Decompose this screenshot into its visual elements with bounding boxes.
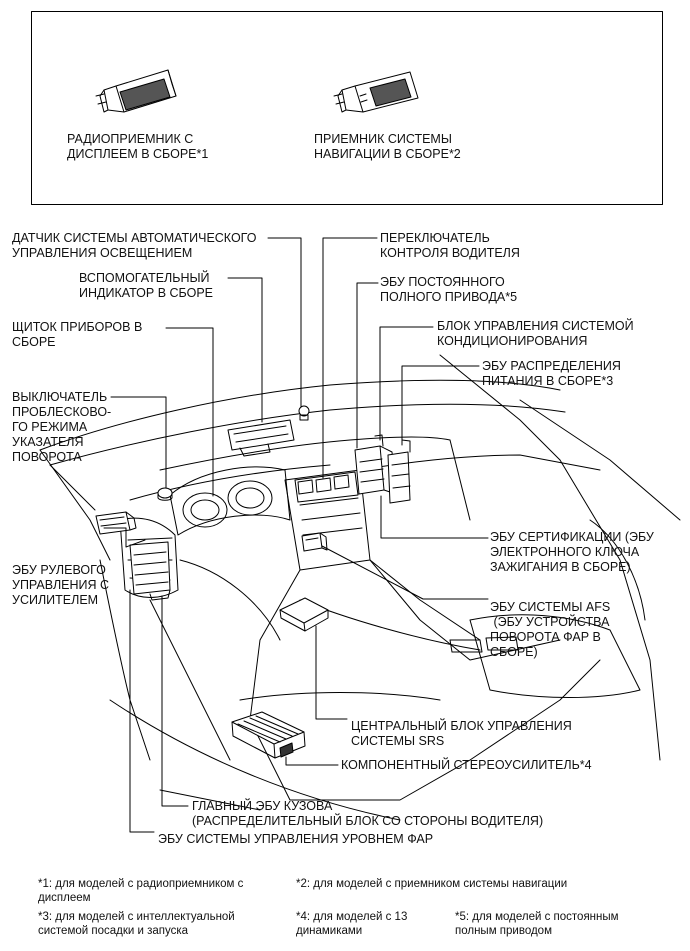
radio-receiver-label: РАДИОПРИЕМНИК С ДИСПЛЕЕМ В СБОРЕ*1 (67, 132, 209, 161)
awd-ecu-label: ЭБУ ПОСТОЯННОГО ПОЛНОГО ПРИВОДА*5 (380, 275, 518, 304)
right-ecu-stack-drawing (354, 434, 411, 504)
srs-unit-drawing (279, 597, 329, 632)
hazard-switch-label: ВЫКЛЮЧАТЕЛЬ ПРОБЛЕСКОВО- ГО РЕЖИМА УКАЗА… (12, 390, 112, 464)
hazard-switch-drawing (157, 487, 173, 501)
nav-receiver-drawing (333, 71, 419, 113)
dashboard-outline (39, 354, 681, 821)
main-body-ecu-label: ГЛАВНЫЙ ЭБУ КУЗОВА (РАСПРЕДЕЛИТЕЛЬНЫЙ БЛ… (192, 799, 544, 828)
aux-indicator-drawing (227, 419, 295, 457)
eps-ecu-drawing (95, 511, 137, 535)
stereo-amp-label: КОМПОНЕНТНЫЙ СТЕРЕОУСИЛИТЕЛЬ*4 (341, 758, 592, 772)
leader-lines (103, 237, 489, 833)
footnote-4: *4: для моделей с 13 динамиками (296, 911, 408, 937)
aux-indicator-label: ВСПОМОГАТЕЛЬНЫЙ ИНДИКАТОР В СБОРЕ (79, 271, 214, 300)
light-sensor-label: ДАТЧИК СИСТЕМЫ АВТОМАТИЧЕСКОГО УПРАВЛЕНИ… (12, 231, 257, 260)
ac-amplifier-label: БЛОК УПРАВЛЕНИЯ СИСТЕМОЙ КОНДИЦИОНИРОВАН… (437, 319, 634, 348)
afs-ecu-label: ЭБУ СИСТЕМЫ AFS (ЭБУ УСТРОЙСТВА ПОВОРОТА… (490, 600, 611, 659)
footnote-5: *5: для моделей с постоянным полным прив… (455, 911, 619, 937)
driver-monitor-switch-label: ПЕРЕКЛЮЧАТЕЛЬ КОНТРОЛЯ ВОДИТЕЛЯ (380, 231, 520, 260)
eps-ecu-label: ЭБУ РУЛЕВОГО УПРАВЛЕНИЯ С УСИЛИТЕЛЕМ (12, 563, 110, 607)
nav-receiver-label: ПРИЕМНИК СИСТЕМЫ НАВИГАЦИИ В СБОРЕ*2 (314, 132, 461, 161)
srs-center-label: ЦЕНТРАЛЬНЫЙ БЛОК УПРАВЛЕНИЯ СИСТЕМЫ SRS (351, 719, 572, 748)
light-sensor-drawing (298, 405, 310, 421)
body-ecu-drawing (129, 541, 171, 601)
headlight-level-ecu-label: ЭБУ СИСТЕМЫ УПРАВЛЕНИЯ УРОВНЕМ ФАР (158, 832, 434, 846)
radio-receiver-drawing (95, 69, 177, 113)
inset-frame (31, 11, 663, 205)
footnote-2: *2: для моделей с приемником системы нав… (296, 878, 568, 890)
certification-ecu-label: ЭБУ СЕРТИФИКАЦИИ (ЭБУ ЭЛЕКТРОННОГО КЛЮЧА… (490, 530, 654, 574)
footnote-1: *1: для моделей с радиоприемником с дисп… (38, 878, 244, 904)
footnote-3: *3: для моделей с интеллектуальной систе… (38, 911, 235, 937)
stereo-amp-drawing (231, 711, 306, 759)
power-distribution-ecu-label: ЭБУ РАСПРЕДЕЛЕНИЯ ПИТАНИЯ В СБОРЕ*3 (482, 359, 621, 388)
combination-meter-label: ЩИТОК ПРИБОРОВ В СБОРЕ (12, 320, 143, 349)
afs-ecu-drawing (301, 532, 328, 552)
